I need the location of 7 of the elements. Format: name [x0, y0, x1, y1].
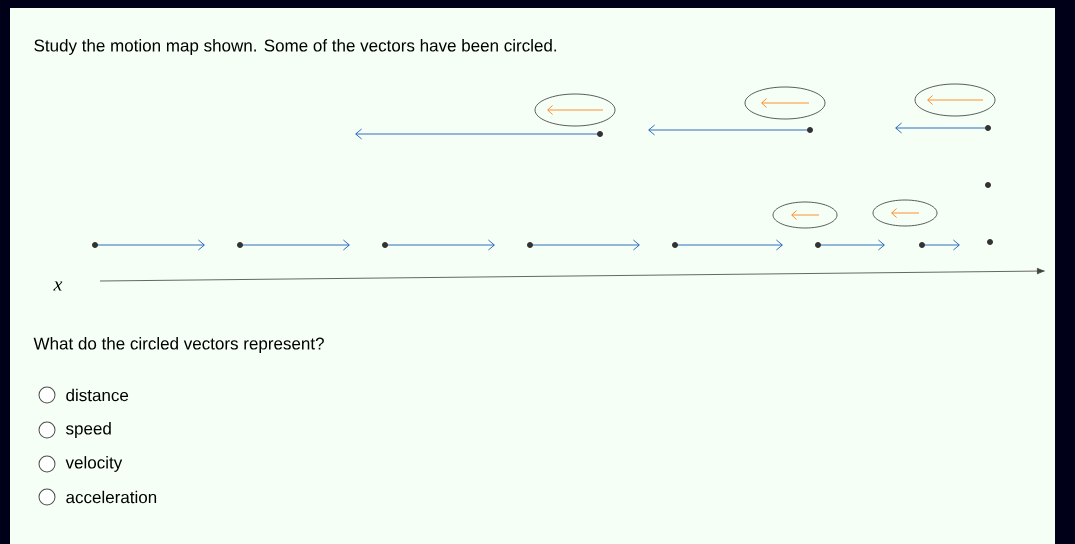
axis-label: x — [53, 281, 63, 291]
question-text: Study the motion map shown. Some of the vectors have been circled. — [34, 39, 557, 55]
answer-option: speed — [66, 422, 111, 438]
answer-option: velocity — [65, 456, 123, 472]
answer-option: acceleration — [66, 490, 157, 504]
answer-option: distance — [66, 388, 129, 402]
question-text: What do the circled vectors represent? — [33, 337, 324, 353]
